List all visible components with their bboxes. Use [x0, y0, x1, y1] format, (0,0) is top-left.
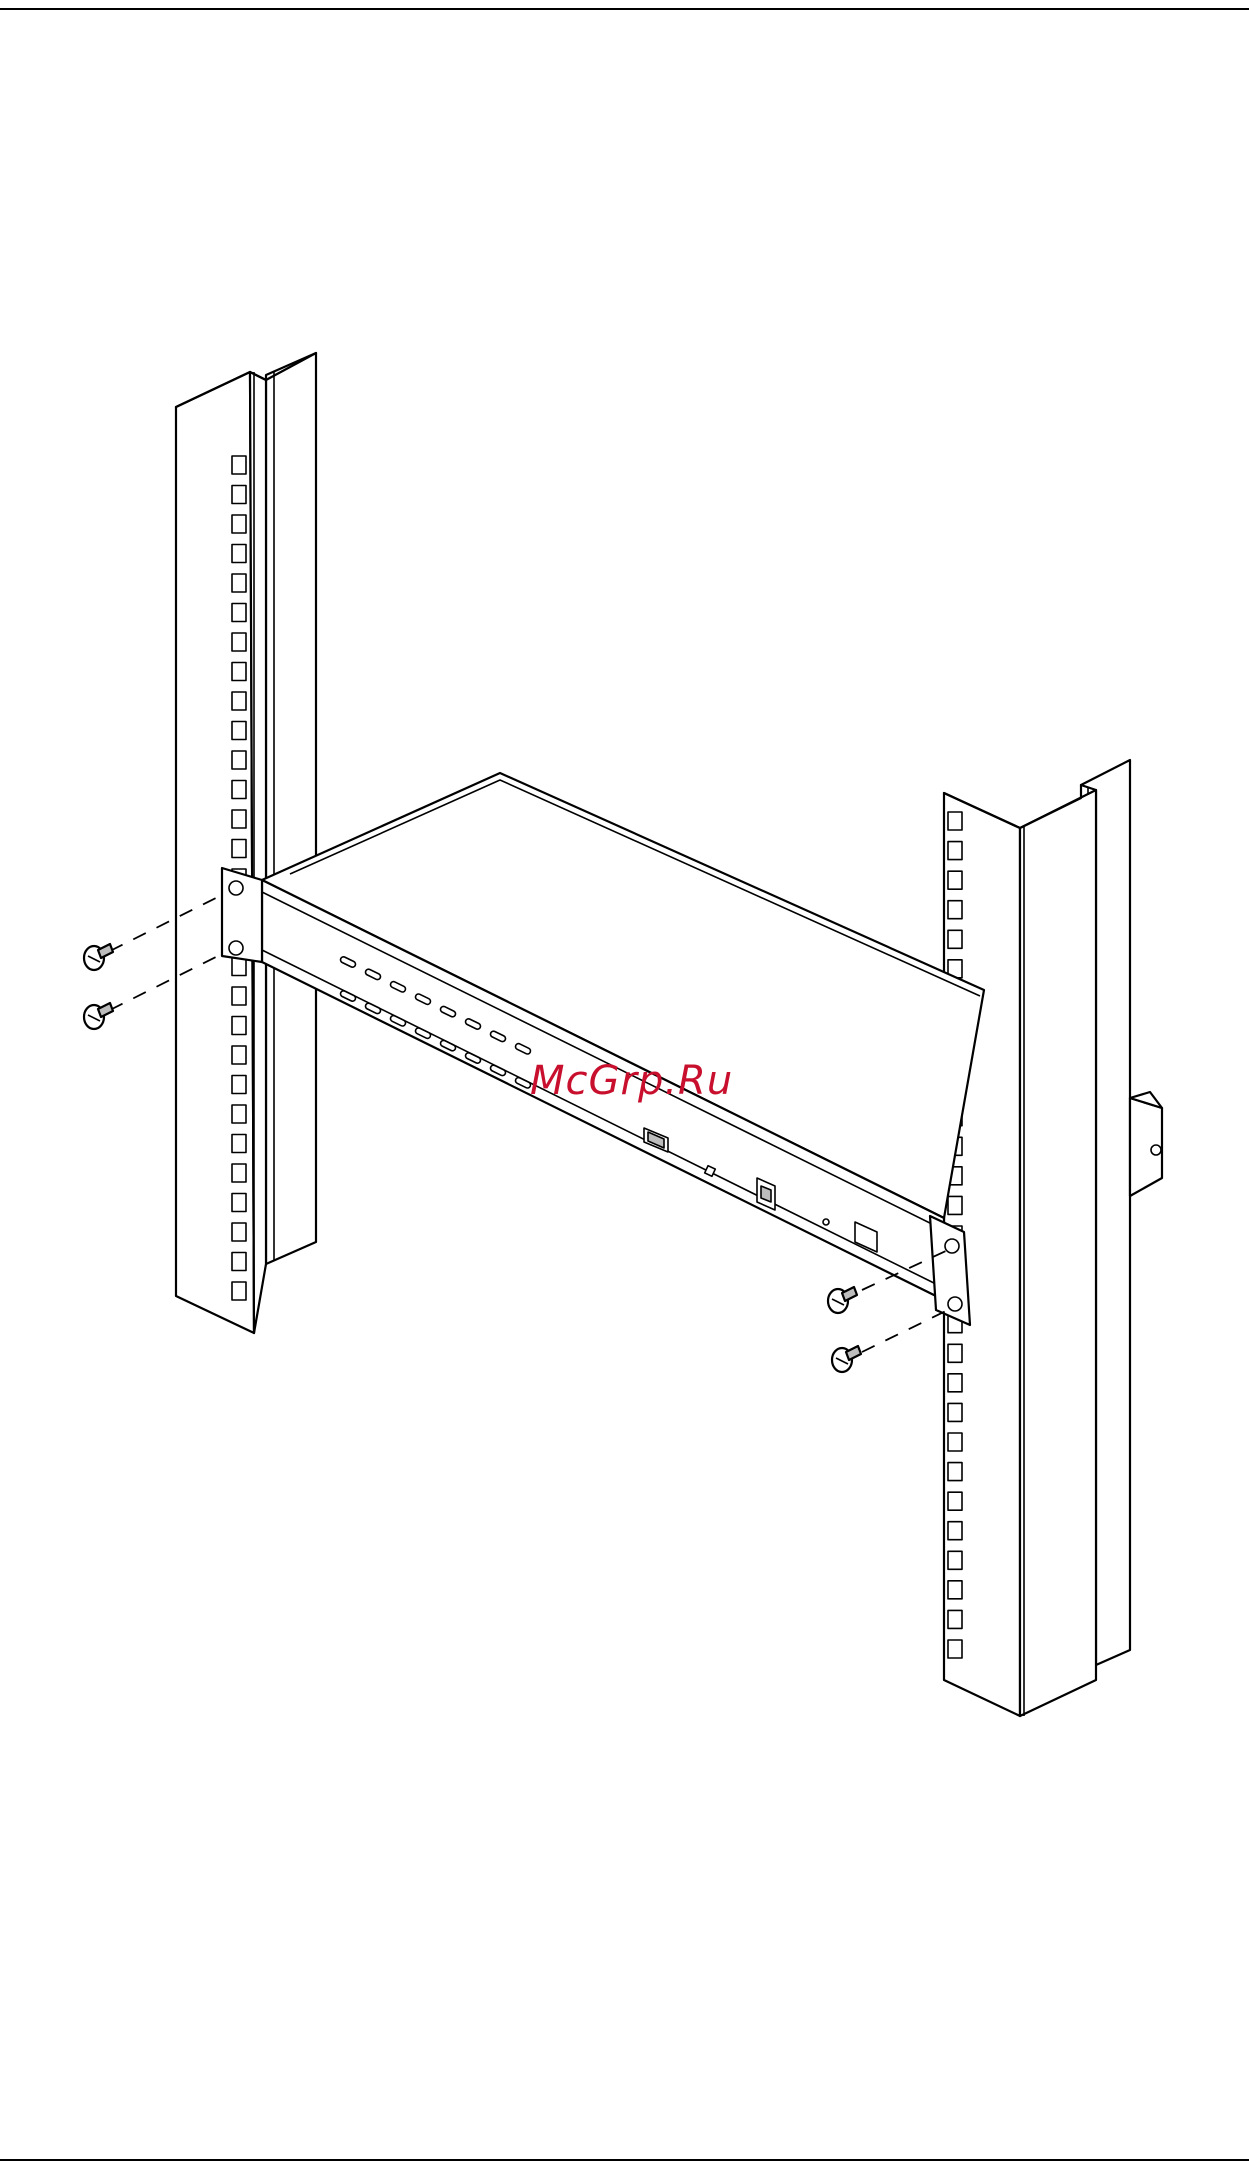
right-rail-hole — [948, 1581, 962, 1599]
left-rail-hole — [232, 1076, 246, 1094]
left-rail-hole — [232, 545, 246, 563]
left-rail-hole — [232, 692, 246, 710]
left-rail-hole — [232, 1282, 246, 1300]
right-rail-hole — [948, 930, 962, 948]
left-rail-hole — [232, 810, 246, 828]
right-rail-hole — [948, 842, 962, 860]
right-rail-hole — [948, 1196, 962, 1214]
right-rail-hole — [948, 871, 962, 889]
left-rail-hole — [232, 1164, 246, 1182]
left-rail-hole — [232, 1105, 246, 1123]
left-rail-hole — [232, 633, 246, 651]
right-rail-hole — [948, 1463, 962, 1481]
left-rail-hole — [232, 604, 246, 622]
right-rail-hole — [948, 1433, 962, 1451]
left-rail-hole — [232, 840, 246, 858]
left-rail-hole — [232, 751, 246, 769]
right-rail-hole — [948, 1522, 962, 1540]
right-rail-hole — [948, 1640, 962, 1658]
left-rail-hole — [232, 574, 246, 592]
left-rail-hole — [232, 722, 246, 740]
footer-rule — [0, 2159, 1249, 2161]
left-rail-hole — [232, 1194, 246, 1212]
left-rail-hole — [232, 1046, 246, 1064]
right-rail-hole — [948, 1610, 962, 1628]
left-rail-hole — [232, 1017, 246, 1035]
right-rail-hole — [948, 812, 962, 830]
right-rail-hole — [948, 1551, 962, 1569]
right-rail-hole — [948, 1403, 962, 1421]
device-chassis — [222, 773, 984, 1325]
right-rail-hole — [948, 1344, 962, 1362]
right-rack-post — [944, 760, 1162, 1716]
right-rail-hole — [948, 1492, 962, 1510]
right-lower-screw — [832, 1308, 952, 1372]
right-rail-hole — [948, 1374, 962, 1392]
left-rail-hole — [232, 663, 246, 681]
left-rail-hole — [232, 1253, 246, 1271]
watermark-text: McGrp.Ru — [530, 1058, 733, 1104]
left-rail-hole — [232, 1223, 246, 1241]
left-rail-hole — [232, 456, 246, 474]
left-rail-hole — [232, 1135, 246, 1153]
left-rail-hole — [232, 987, 246, 1005]
left-rack-post — [176, 353, 316, 1333]
left-rail-hole — [232, 781, 246, 799]
left-rail-hole — [232, 486, 246, 504]
right-rail-hole — [948, 901, 962, 919]
left-rail-hole — [232, 515, 246, 533]
